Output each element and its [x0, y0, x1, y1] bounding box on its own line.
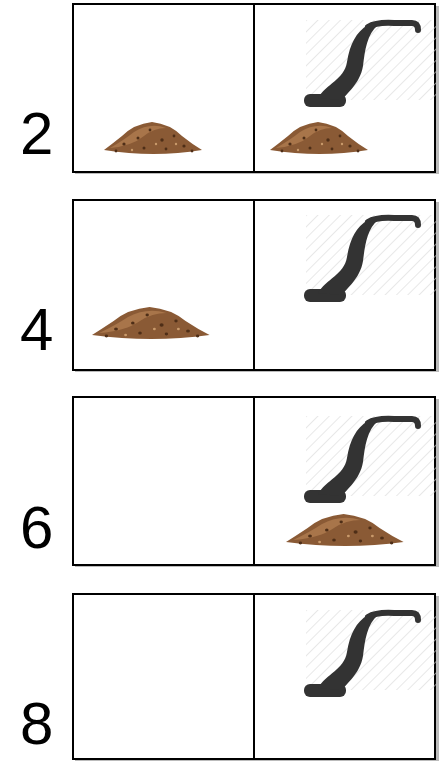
state-box — [73, 200, 439, 372]
vacuum-icon — [304, 610, 436, 697]
state-box — [73, 594, 439, 761]
state-box — [73, 4, 439, 174]
vacuum-icon — [304, 416, 436, 503]
dirt-pile — [104, 122, 202, 154]
dirt-pile — [286, 514, 404, 546]
row-number: 4 — [20, 300, 53, 360]
state-box — [73, 397, 439, 567]
vacuum-icon — [304, 20, 436, 107]
vacuum-icon — [304, 215, 436, 302]
row-number: 6 — [20, 498, 53, 558]
dirt-pile — [92, 307, 210, 339]
row-number: 8 — [20, 694, 53, 754]
row-number: 2 — [20, 104, 53, 164]
dirt-pile — [270, 122, 368, 154]
